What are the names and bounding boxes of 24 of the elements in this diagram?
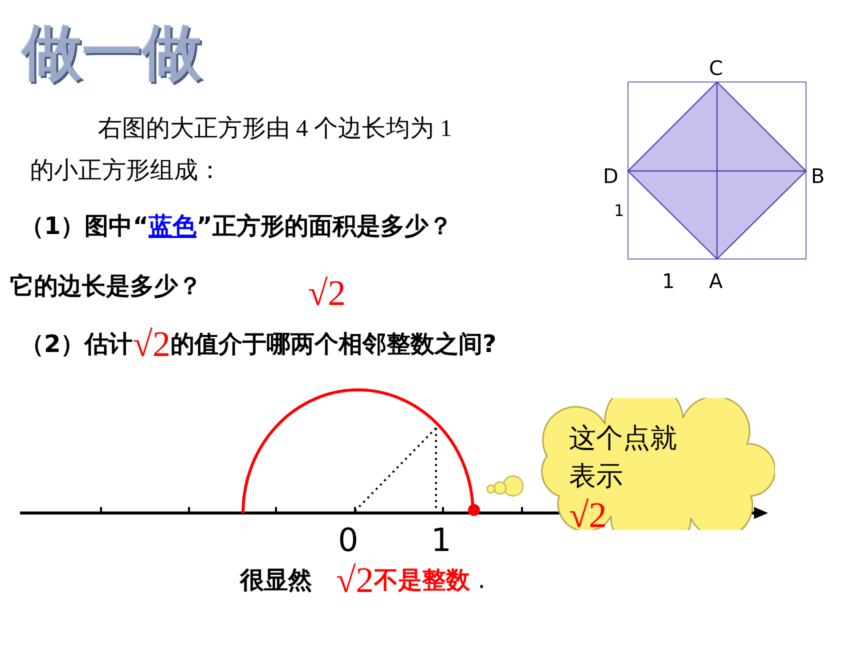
cloud-text: 这个点就表示 [569,422,678,494]
conclusion-text: 不是整数 [374,565,470,596]
math-expression: √2 [132,326,170,362]
math-expression: √2 [336,562,374,598]
highlighted-word: 蓝色 [148,211,196,242]
vertex-label: B [811,164,825,188]
tick-label: 0 [338,521,358,559]
question-text: ”正方形的面积是多少？ [196,211,452,242]
question-text: （1）图中“ [20,211,148,242]
paragraph: 右图的大正方形由 4 个边长均为 1 的小正方形组成： [30,114,453,186]
question-text: 的值介于哪两个相邻整数之间? [170,329,496,360]
math-expression: √2 [569,496,607,534]
vertex-label: C [709,56,723,80]
tick-label: 1 [431,521,452,559]
question-text: （2）估计 [20,329,133,360]
title: 做一做 [22,17,202,90]
question-text: 它的边长是多少？ [10,272,202,300]
math-expression: √2 [308,273,346,313]
side-length-label: 1 [614,201,624,220]
conclusion-text: . [478,565,486,596]
vertex-label: D [603,164,618,188]
conclusion-text: 很显然 [240,565,312,596]
vertex-label: A [709,269,723,293]
side-length-label: 1 [662,269,675,293]
